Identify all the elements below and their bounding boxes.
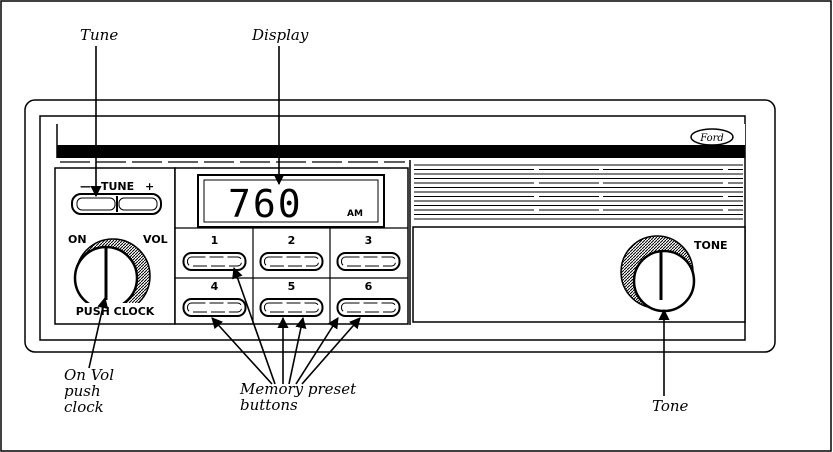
preset-button-5[interactable] (259, 298, 324, 317)
band-indicator: AM (347, 209, 363, 219)
preset-button-3[interactable] (336, 252, 401, 271)
arrow-preset-6 (295, 317, 339, 385)
callout-on-vol-line2: push (64, 382, 101, 400)
arrow-preset-4 (211, 317, 273, 385)
ford-logo-text: Ford (699, 133, 724, 144)
arrow-preset-3 (301, 317, 361, 385)
preset-label-3: 3 (365, 234, 373, 247)
callout-tone: Tone (652, 397, 689, 415)
preset-button-2[interactable] (259, 252, 324, 271)
tune-minus-label: — (80, 180, 91, 193)
preset-button-6[interactable] (336, 298, 401, 317)
callout-display: Display (251, 26, 309, 44)
black-stripe (57, 145, 745, 158)
vol-label: VOL (143, 233, 168, 246)
preset-button-4[interactable] (182, 298, 247, 317)
preset-label-1: 1 (211, 234, 219, 247)
arrow-preset-2 (288, 316, 307, 385)
callout-on-vol-line3: clock (64, 398, 104, 416)
callout-memory-line1: Memory preset (239, 380, 357, 398)
push-clock-label: PUSH CLOCK (76, 305, 155, 318)
lcd-display: 760 AM (197, 174, 385, 228)
preset-button-1[interactable] (182, 252, 247, 271)
on-label: ON (68, 233, 87, 246)
tune-label: TUNE (101, 180, 134, 193)
arrow-preset-1 (232, 266, 276, 385)
volume-knob[interactable] (73, 238, 151, 314)
tone-knob[interactable] (620, 235, 696, 313)
preset-label-5: 5 (288, 280, 296, 293)
leader-lines (88, 46, 670, 396)
callout-on-vol-line1: On Vol (64, 366, 114, 384)
tone-label: TONE (694, 239, 728, 252)
tune-rocker-button[interactable] (71, 193, 162, 215)
preset-button-grid: 1 2 3 4 5 6 (175, 227, 408, 324)
frequency-readout: 760 (228, 182, 303, 226)
preset-label-4: 4 (211, 280, 219, 293)
preset-label-2: 2 (288, 234, 296, 247)
arrow-on-vol (88, 296, 109, 369)
preset-label-6: 6 (365, 280, 373, 293)
ford-logo: Ford (690, 128, 734, 146)
callout-memory-line2: buttons (240, 396, 298, 414)
tune-plus-label: + (145, 180, 154, 193)
callout-tune: Tune (80, 26, 118, 44)
speaker-grille (414, 164, 743, 220)
top-trim (57, 124, 745, 145)
